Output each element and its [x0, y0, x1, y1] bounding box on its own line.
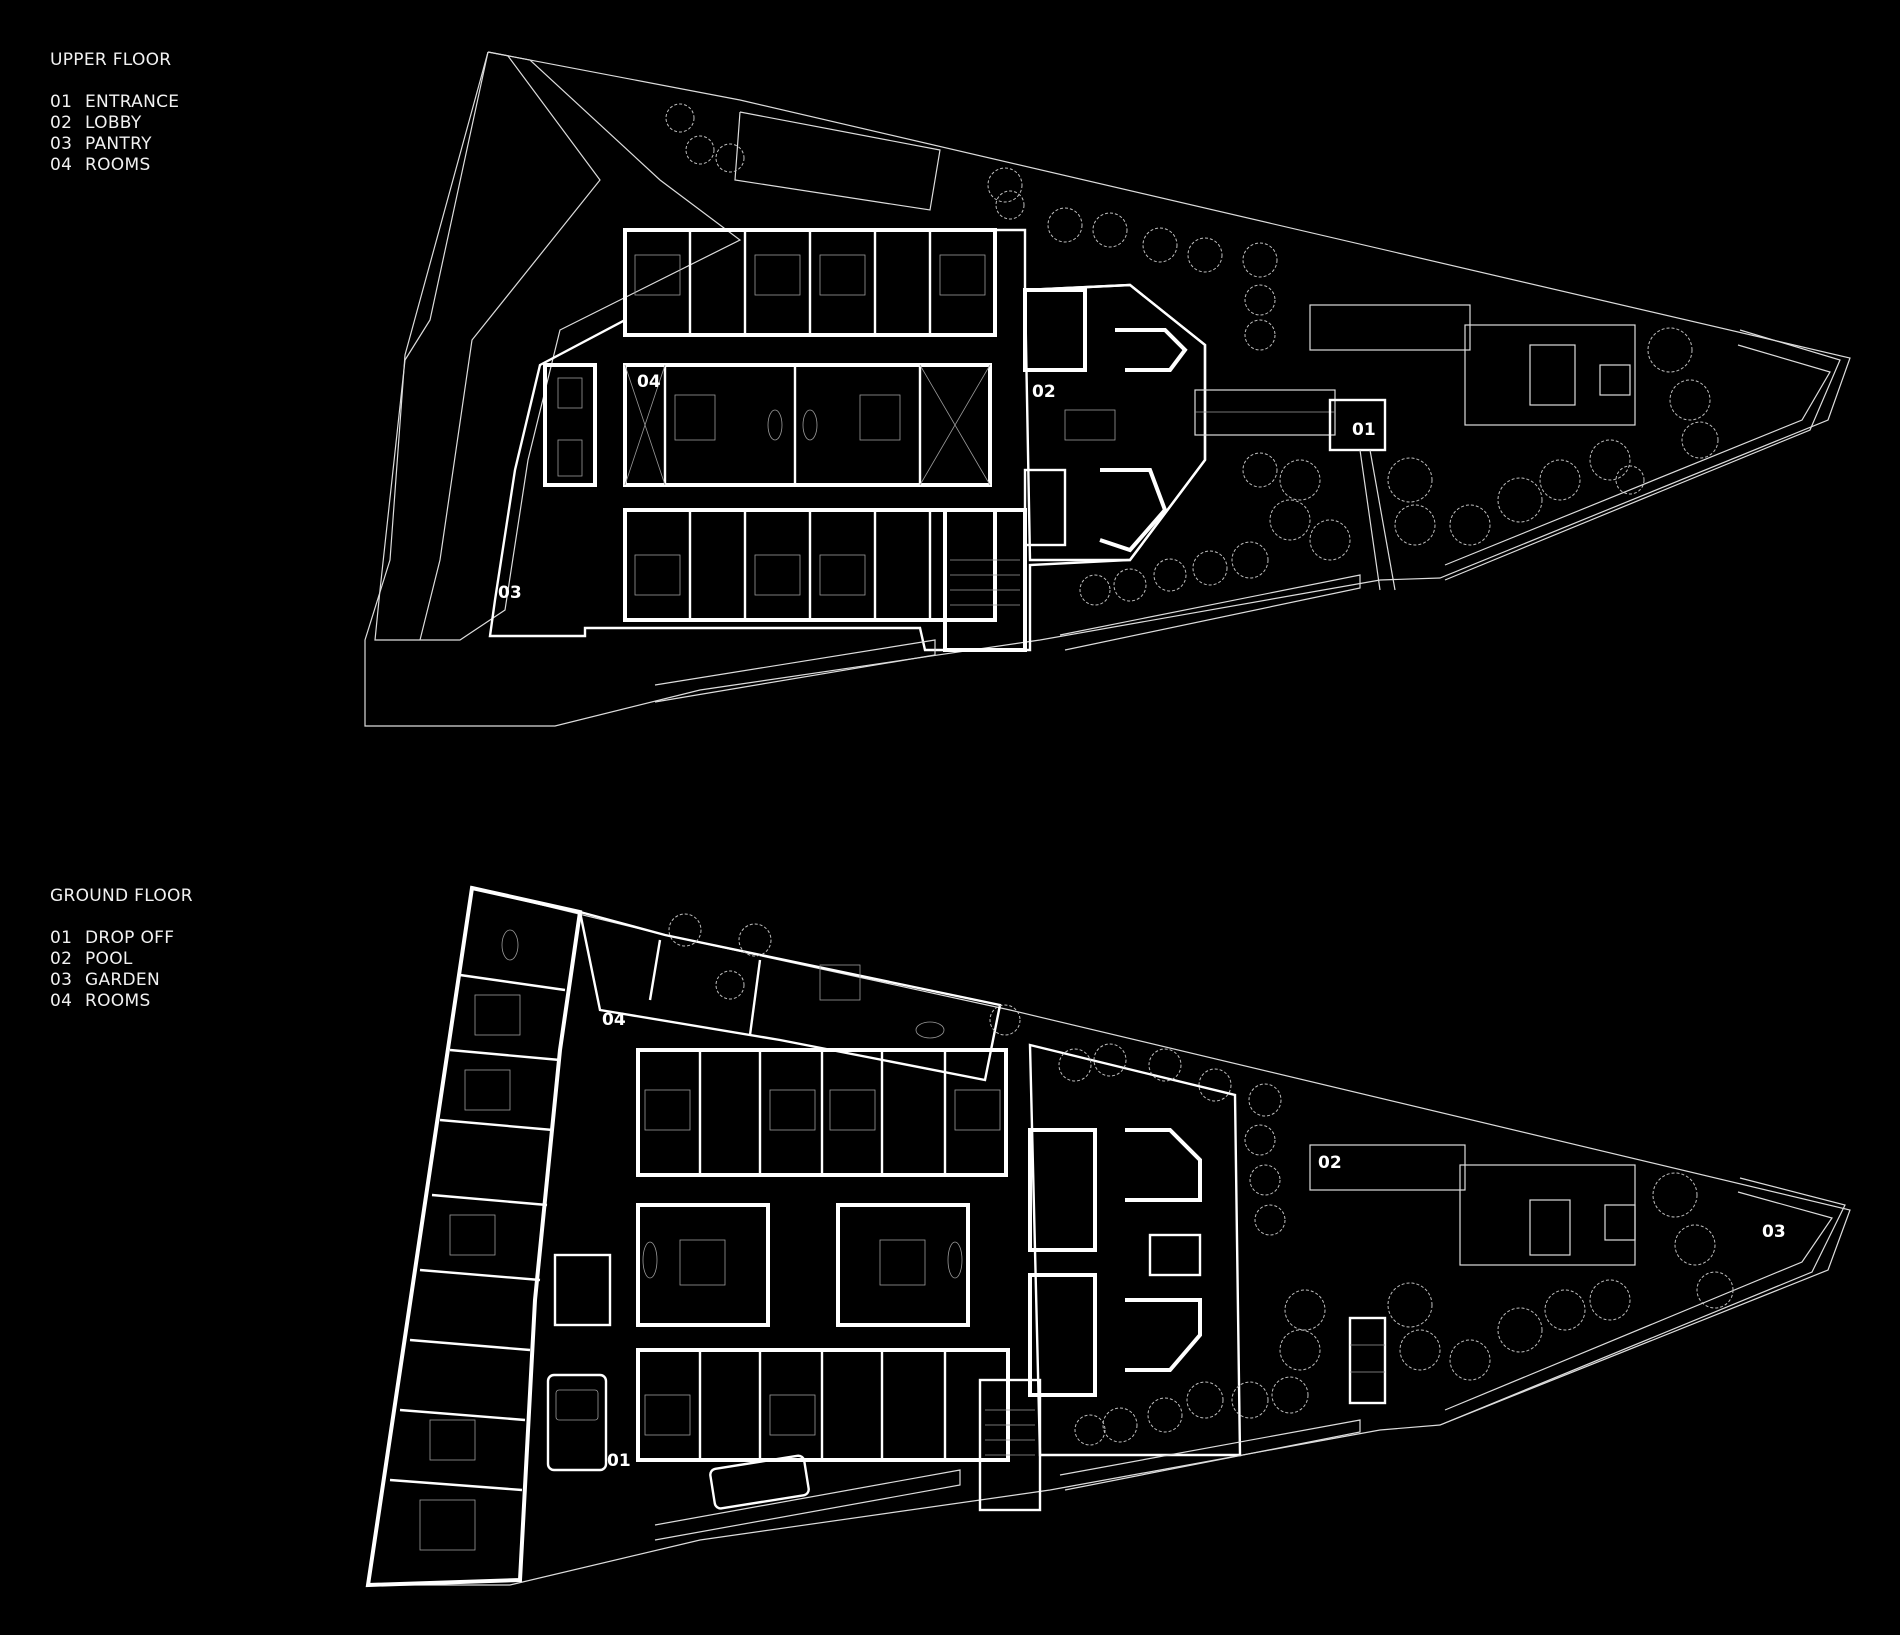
legend-label: ROOMS: [85, 155, 151, 175]
upper-site-boundary: [364, 51, 1851, 727]
ground-floor-legend-list: 01 DROP OFF 02 POOL 03 GARDEN 04 ROOMS: [50, 928, 193, 1012]
pantry-fixture: [557, 439, 583, 477]
legend-item-pool: 02 POOL: [50, 949, 193, 970]
legend-item-lobby: 02 LOBBY: [50, 113, 179, 134]
ground-east-rooms: [1028, 1043, 1242, 1457]
ground-label-pool: 02: [1318, 1153, 1342, 1173]
legend-item-entrance: 01 ENTRANCE: [50, 92, 179, 113]
upper-north-terrace: [734, 111, 941, 211]
upper-south-wall: [654, 639, 936, 703]
ground-site-boundary: [367, 887, 1851, 1586]
ground-floor-legend: GROUND FLOOR 01 DROP OFF 02 POOL 03 GARDEN …: [50, 886, 193, 1012]
upper-east-terrace: [1309, 304, 1841, 581]
legend-label: POOL: [85, 949, 133, 969]
ground-label-garden: 03: [1762, 1222, 1786, 1242]
ground-floor-plan: 04 02 03 01: [365, 885, 1851, 1588]
upper-stair-core: [943, 508, 1027, 652]
upper-floor-legend: UPPER FLOOR 01 ENTRANCE 02 LOBBY 03 PANTRY …: [50, 50, 179, 176]
ground-room-row-bottom: [636, 1348, 1010, 1462]
legend-num: 02: [50, 949, 73, 969]
ground-stairs: [978, 1378, 1042, 1512]
upper-lobby: [1023, 283, 1207, 562]
legend-item-rooms: 04 ROOMS: [50, 155, 179, 176]
legend-num: 04: [50, 155, 73, 175]
ground-north-wing: [578, 910, 1002, 1082]
upper-trees: [665, 103, 1719, 606]
upper-south-wall-east: [1059, 574, 1361, 651]
legend-label: LOBBY: [85, 113, 142, 133]
ground-pool-area: [1309, 1144, 1846, 1426]
legend-num: 03: [50, 970, 73, 990]
legend-num: 03: [50, 134, 73, 154]
ground-label-rooms: 04: [602, 1010, 626, 1030]
ground-label-drop-off: 01: [607, 1451, 631, 1471]
ground-room-row-top: [636, 1048, 1008, 1177]
upper-entrance-bridge: [1194, 389, 1396, 591]
legend-item-drop-off: 01 DROP OFF: [50, 928, 193, 949]
legend-num: 04: [50, 991, 73, 1011]
ground-trees: [668, 913, 1734, 1446]
legend-label: PANTRY: [85, 134, 152, 154]
legend-label: ENTRANCE: [85, 92, 180, 112]
upper-floor-title: UPPER FLOOR: [50, 50, 172, 70]
ground-floor-title: GROUND FLOOR: [50, 886, 193, 906]
legend-item-pantry: 03 PANTRY: [50, 134, 179, 155]
ground-south-wall: [654, 1469, 961, 1541]
legend-item-rooms: 04 ROOMS: [50, 991, 193, 1012]
ground-south-wall-east: [1059, 1419, 1361, 1491]
upper-old-wing-ridge: [419, 55, 601, 641]
upper-label-rooms: 04: [637, 372, 661, 392]
upper-room-row-bottom: [623, 508, 997, 622]
pantry-fixture: [557, 377, 583, 409]
upper-label-lobby: 02: [1032, 382, 1056, 402]
legend-item-garden: 03 GARDEN: [50, 970, 193, 991]
upper-label-pantry: 03: [498, 583, 522, 603]
legend-num: 01: [50, 92, 73, 112]
ground-west-wing: [365, 885, 583, 1588]
upper-room-row-middle: [623, 363, 992, 487]
upper-floor-legend-list: 01 ENTRANCE 02 LOBBY 03 PANTRY 04 ROOMS: [50, 92, 179, 176]
legend-num: 01: [50, 928, 73, 948]
upper-floor-plan: 04 02 03 01: [364, 51, 1851, 727]
legend-num: 02: [50, 113, 73, 133]
legend-label: ROOMS: [85, 991, 151, 1011]
upper-pantry-block: [543, 363, 597, 487]
ground-room-row-middle: [553, 1203, 970, 1327]
legend-label: DROP OFF: [85, 928, 175, 948]
legend-label: GARDEN: [85, 970, 160, 990]
upper-old-wing: [374, 51, 742, 641]
upper-room-row-top: [623, 228, 997, 337]
ground-drop-off-cars: [546, 1373, 810, 1510]
upper-label-entrance: 01: [1352, 420, 1376, 440]
